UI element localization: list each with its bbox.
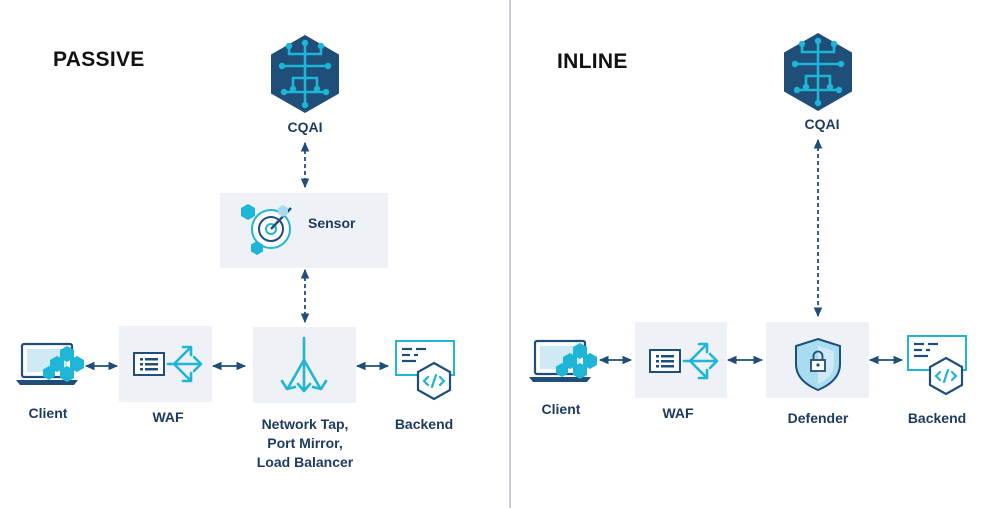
inline-client-label: Client [541,401,581,417]
inline-backend-label: Backend [907,410,967,426]
inline-cqai-icon [782,31,854,113]
section-divider [509,0,511,508]
passive-title: PASSIVE [53,48,145,71]
network-tap-label-line3: Load Balancer [256,454,354,470]
inline-cqai-label: CQAI [804,116,840,132]
inline-waf-label: WAF [662,405,694,421]
shield-lock-icon [795,337,841,392]
passive-waf-label: WAF [152,409,184,425]
inline-laptop-icon [527,339,599,384]
radar-icon [241,204,292,255]
inline-code-window-icon [906,334,968,396]
passive-code-window-icon [394,339,456,401]
network-tap-label-line1: Network Tap, [261,416,349,432]
split-arrow-icon [280,336,328,393]
passive-cqai-label: CQAI [287,119,323,135]
passive-laptop-icon [14,342,86,387]
network-tap-label-line2: Port Mirror, [267,435,343,451]
passive-client-label: Client [28,405,68,421]
passive-backend-label: Backend [394,416,454,432]
passive-firewall-icon [132,345,203,383]
inline-title: INLINE [557,50,628,73]
inline-firewall-icon [648,342,719,380]
defender-label: Defender [787,410,849,426]
network-tap-label: Network Tap, Port Mirror, Load Balancer [240,415,370,472]
passive-cqai-icon [269,33,341,115]
sensor-label: Sensor [308,215,356,231]
